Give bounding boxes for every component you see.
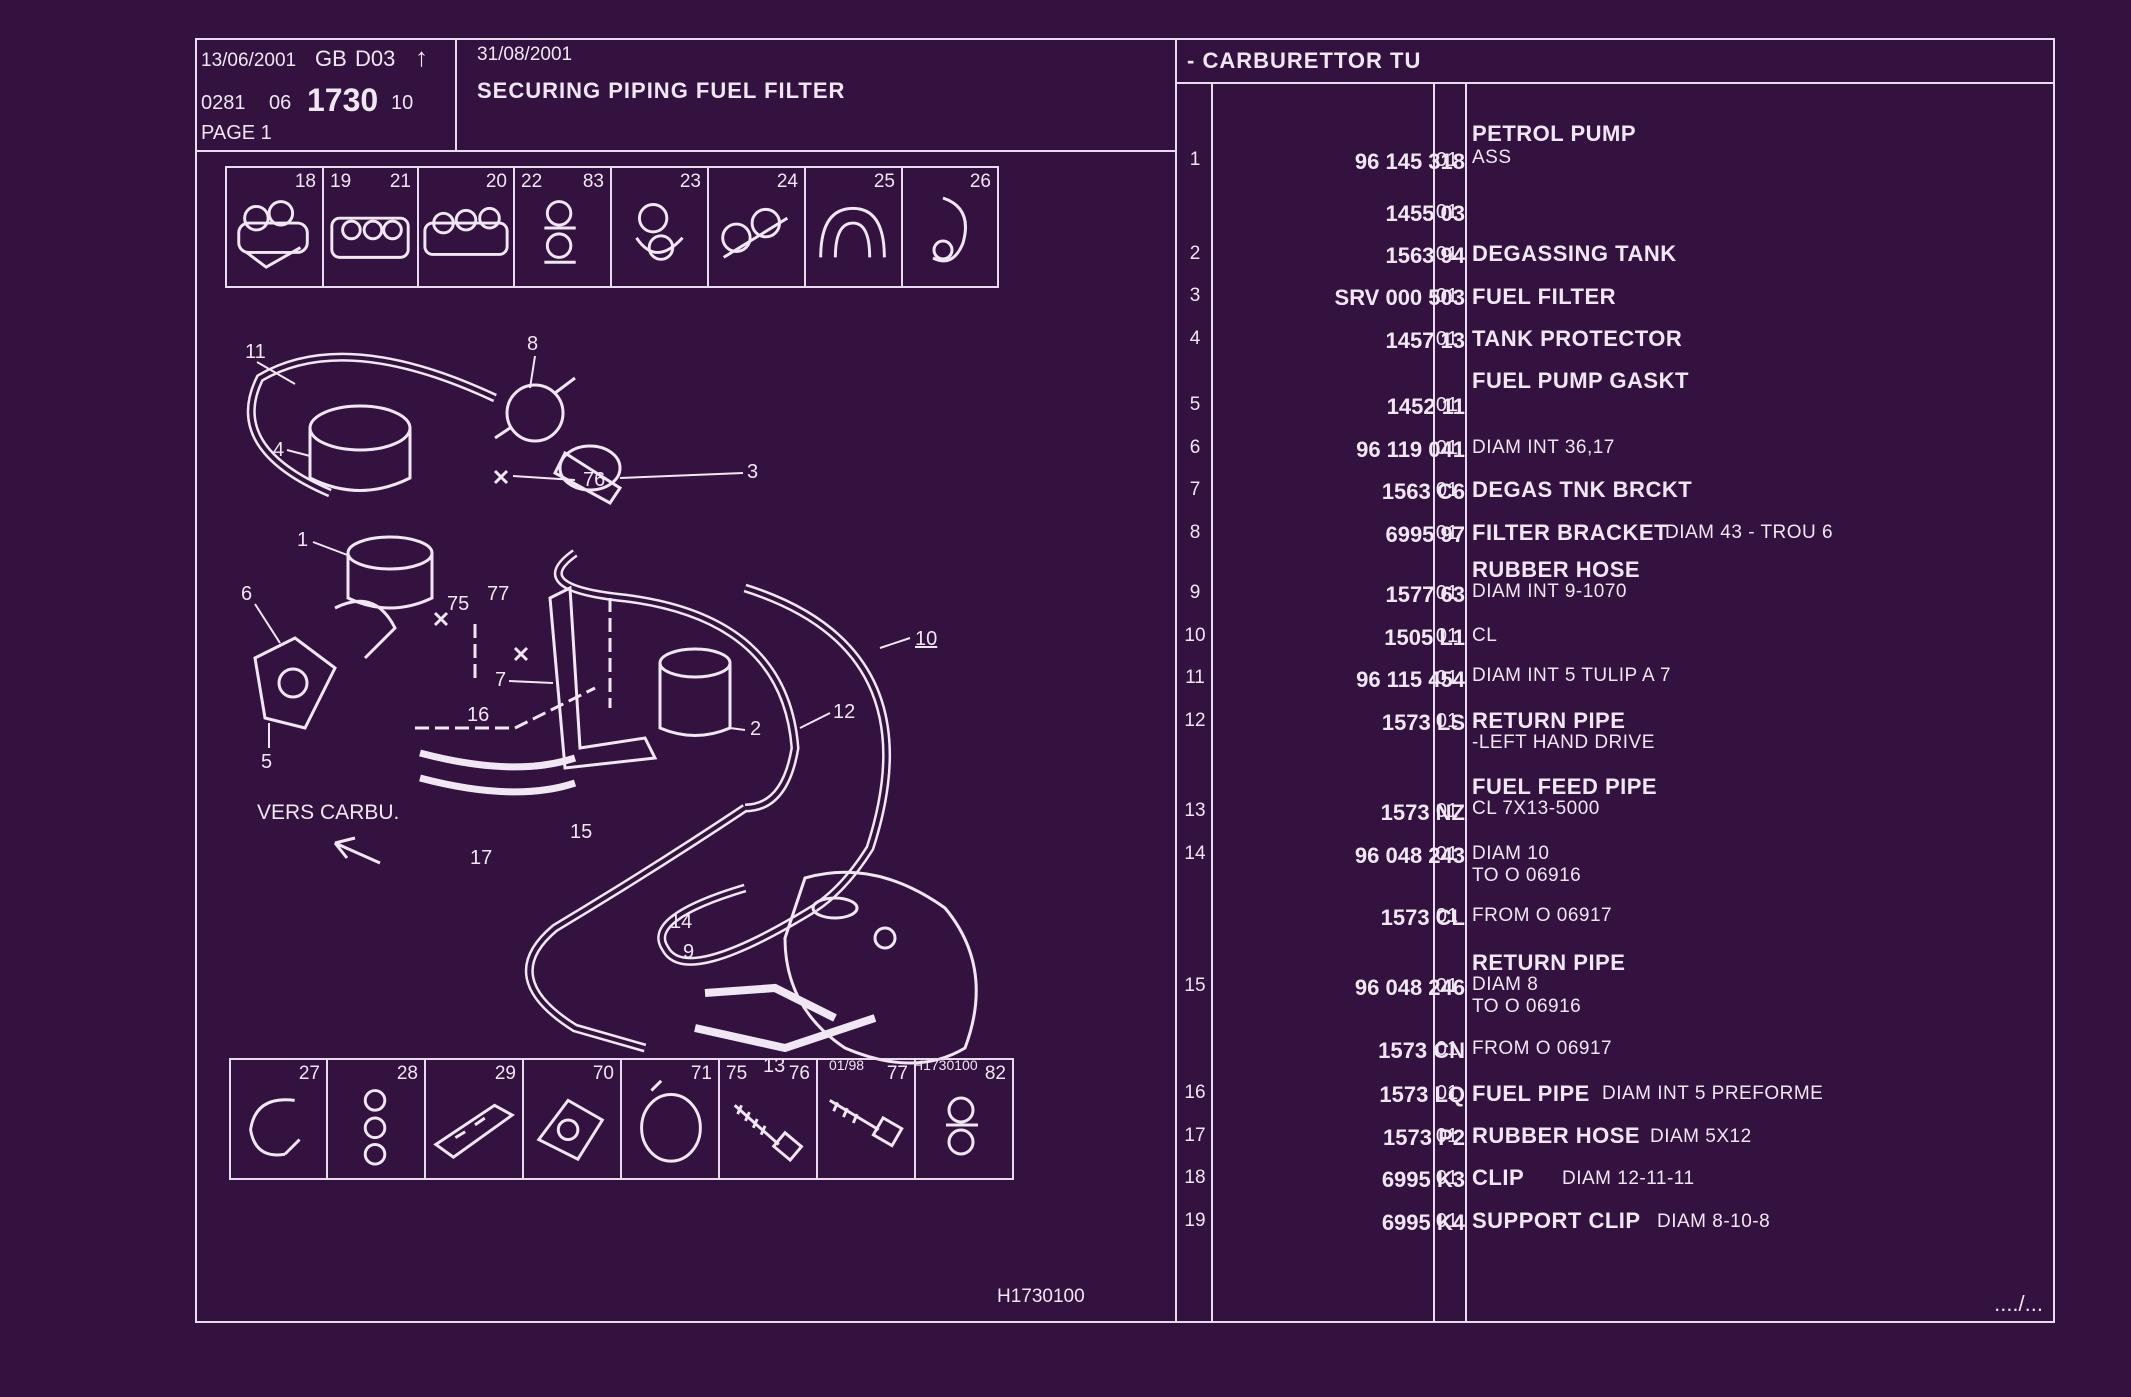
pipe-clip-icon xyxy=(721,207,789,259)
col-rule-ref xyxy=(1433,84,1435,1323)
strip-icon xyxy=(433,1103,515,1160)
svg-text:14: 14 xyxy=(670,911,692,933)
footer-code: H1730100 xyxy=(997,1286,1085,1307)
table-header-rule xyxy=(1177,82,2055,84)
triple-clip-icon xyxy=(423,206,509,256)
saddle-clip-icon xyxy=(819,206,886,258)
u-clip-icon xyxy=(249,1098,301,1157)
bolt-icon xyxy=(828,1099,904,1148)
hose-clip-icon xyxy=(635,203,684,261)
page-number: PAGE 1 xyxy=(201,122,272,144)
svg-text:15: 15 xyxy=(570,821,592,843)
language-code: GB xyxy=(315,46,347,71)
svg-text:75: 75 xyxy=(447,593,469,615)
col-rule-qty xyxy=(1465,84,1467,1323)
sheet-divider xyxy=(1175,40,1177,1323)
thumbnail-row-bottom: 27 28 29 70 71 75 76 77 82 xyxy=(229,1058,1014,1180)
title-box: 31/08/2001 SECURING PIPING FUEL FILTER xyxy=(455,40,1175,152)
svg-text:16: 16 xyxy=(467,704,489,726)
table-title: - CARBURETTOR TU xyxy=(1187,48,1422,73)
ref-main: 1730 xyxy=(307,82,379,118)
date-issued: 13/06/2001 xyxy=(201,50,297,71)
thumbnail-row-top: 18 19 21 20 22 83 23 24 25 xyxy=(225,166,999,288)
svg-text:9: 9 xyxy=(683,941,694,963)
thumb-75-76: 75 76 xyxy=(720,1060,818,1178)
thumb-28: 28 xyxy=(328,1060,426,1178)
svg-text:4: 4 xyxy=(273,439,284,461)
thumb-18: 18 xyxy=(227,168,324,286)
thumb-25: 25 xyxy=(806,168,903,286)
svg-text:76: 76 xyxy=(583,469,605,491)
pipes xyxy=(246,352,892,1053)
svg-text:12: 12 xyxy=(833,701,855,723)
thumb-24: 24 xyxy=(709,168,806,286)
stacked-clip-icon xyxy=(544,200,576,264)
stamp-label: 01/98 xyxy=(829,1057,864,1073)
thumb-26: 26 xyxy=(903,168,997,286)
ref-suffix: 10 xyxy=(391,92,414,114)
page-title: SECURING PIPING FUEL FILTER xyxy=(477,78,846,103)
double-clip-icon xyxy=(330,216,410,259)
up-arrow-icon: ↑ xyxy=(415,42,428,72)
variant-code: D03 xyxy=(355,46,396,71)
catalog-sheet: 13/06/2001 GB D03 ↑ 0281 06 1730 10 PAGE… xyxy=(195,38,2055,1323)
callout-labels: 11 8 76 4 3 1 75 77 6 10 7 2 12 16 5 17 … xyxy=(241,333,978,1077)
svg-text:2: 2 xyxy=(750,718,761,740)
svg-text:1: 1 xyxy=(297,529,308,551)
svg-text:6: 6 xyxy=(241,583,252,605)
svg-text:17: 17 xyxy=(470,847,492,869)
thumb-71: 71 xyxy=(622,1060,720,1178)
date-updated: 31/08/2001 xyxy=(477,44,573,65)
ref-group: 06 xyxy=(269,92,292,114)
table-row: 1 96 145 318 01 PETROL PUMP ASS xyxy=(1189,121,1637,174)
thumb-70: 70 xyxy=(524,1060,622,1178)
leader-lines xyxy=(254,355,911,748)
hose-clamp-icon xyxy=(640,1079,702,1163)
svg-text:8: 8 xyxy=(527,333,538,355)
components xyxy=(253,376,978,1065)
hook-clip-icon xyxy=(932,196,967,263)
spring-clip-icon xyxy=(363,1089,387,1166)
thumb-82: 82 xyxy=(916,1060,1012,1178)
svg-text:13: 13 xyxy=(763,1055,785,1077)
thumb-29: 29 xyxy=(426,1060,524,1178)
thumb-77: 77 xyxy=(818,1060,916,1178)
thumb-22-83: 22 83 xyxy=(515,168,612,286)
twin-clip-icon xyxy=(946,1096,978,1156)
exploded-diagram: 11 8 76 4 3 1 75 77 6 10 7 2 12 16 5 17 … xyxy=(241,333,978,1077)
svg-text:11: 11 xyxy=(245,341,266,363)
thumb-27: 27 xyxy=(231,1060,328,1178)
continuation-mark: ..../... xyxy=(1994,1291,2043,1316)
svg-text:10: 10 xyxy=(915,628,937,650)
thumb-19-21: 19 21 xyxy=(324,168,419,286)
screw-icon xyxy=(733,1104,804,1163)
svg-text:77: 77 xyxy=(487,583,509,605)
bracket-clip-icon xyxy=(536,1098,605,1162)
ref-prefix: 0281 xyxy=(201,92,246,114)
svg-text:7: 7 xyxy=(495,669,506,691)
vers-carbu-label: VERS CARBU. xyxy=(257,801,399,824)
reference-box: 13/06/2001 GB D03 ↑ 0281 06 1730 10 PAGE… xyxy=(197,40,457,152)
thumb-20: 20 xyxy=(419,168,515,286)
svg-text:3: 3 xyxy=(747,461,758,483)
col-rule-num xyxy=(1211,84,1213,1323)
thumb-23: 23 xyxy=(612,168,709,286)
diagram-code: H1730100 xyxy=(913,1057,978,1073)
svg-text:5: 5 xyxy=(261,751,272,773)
clip-icon xyxy=(237,200,309,269)
